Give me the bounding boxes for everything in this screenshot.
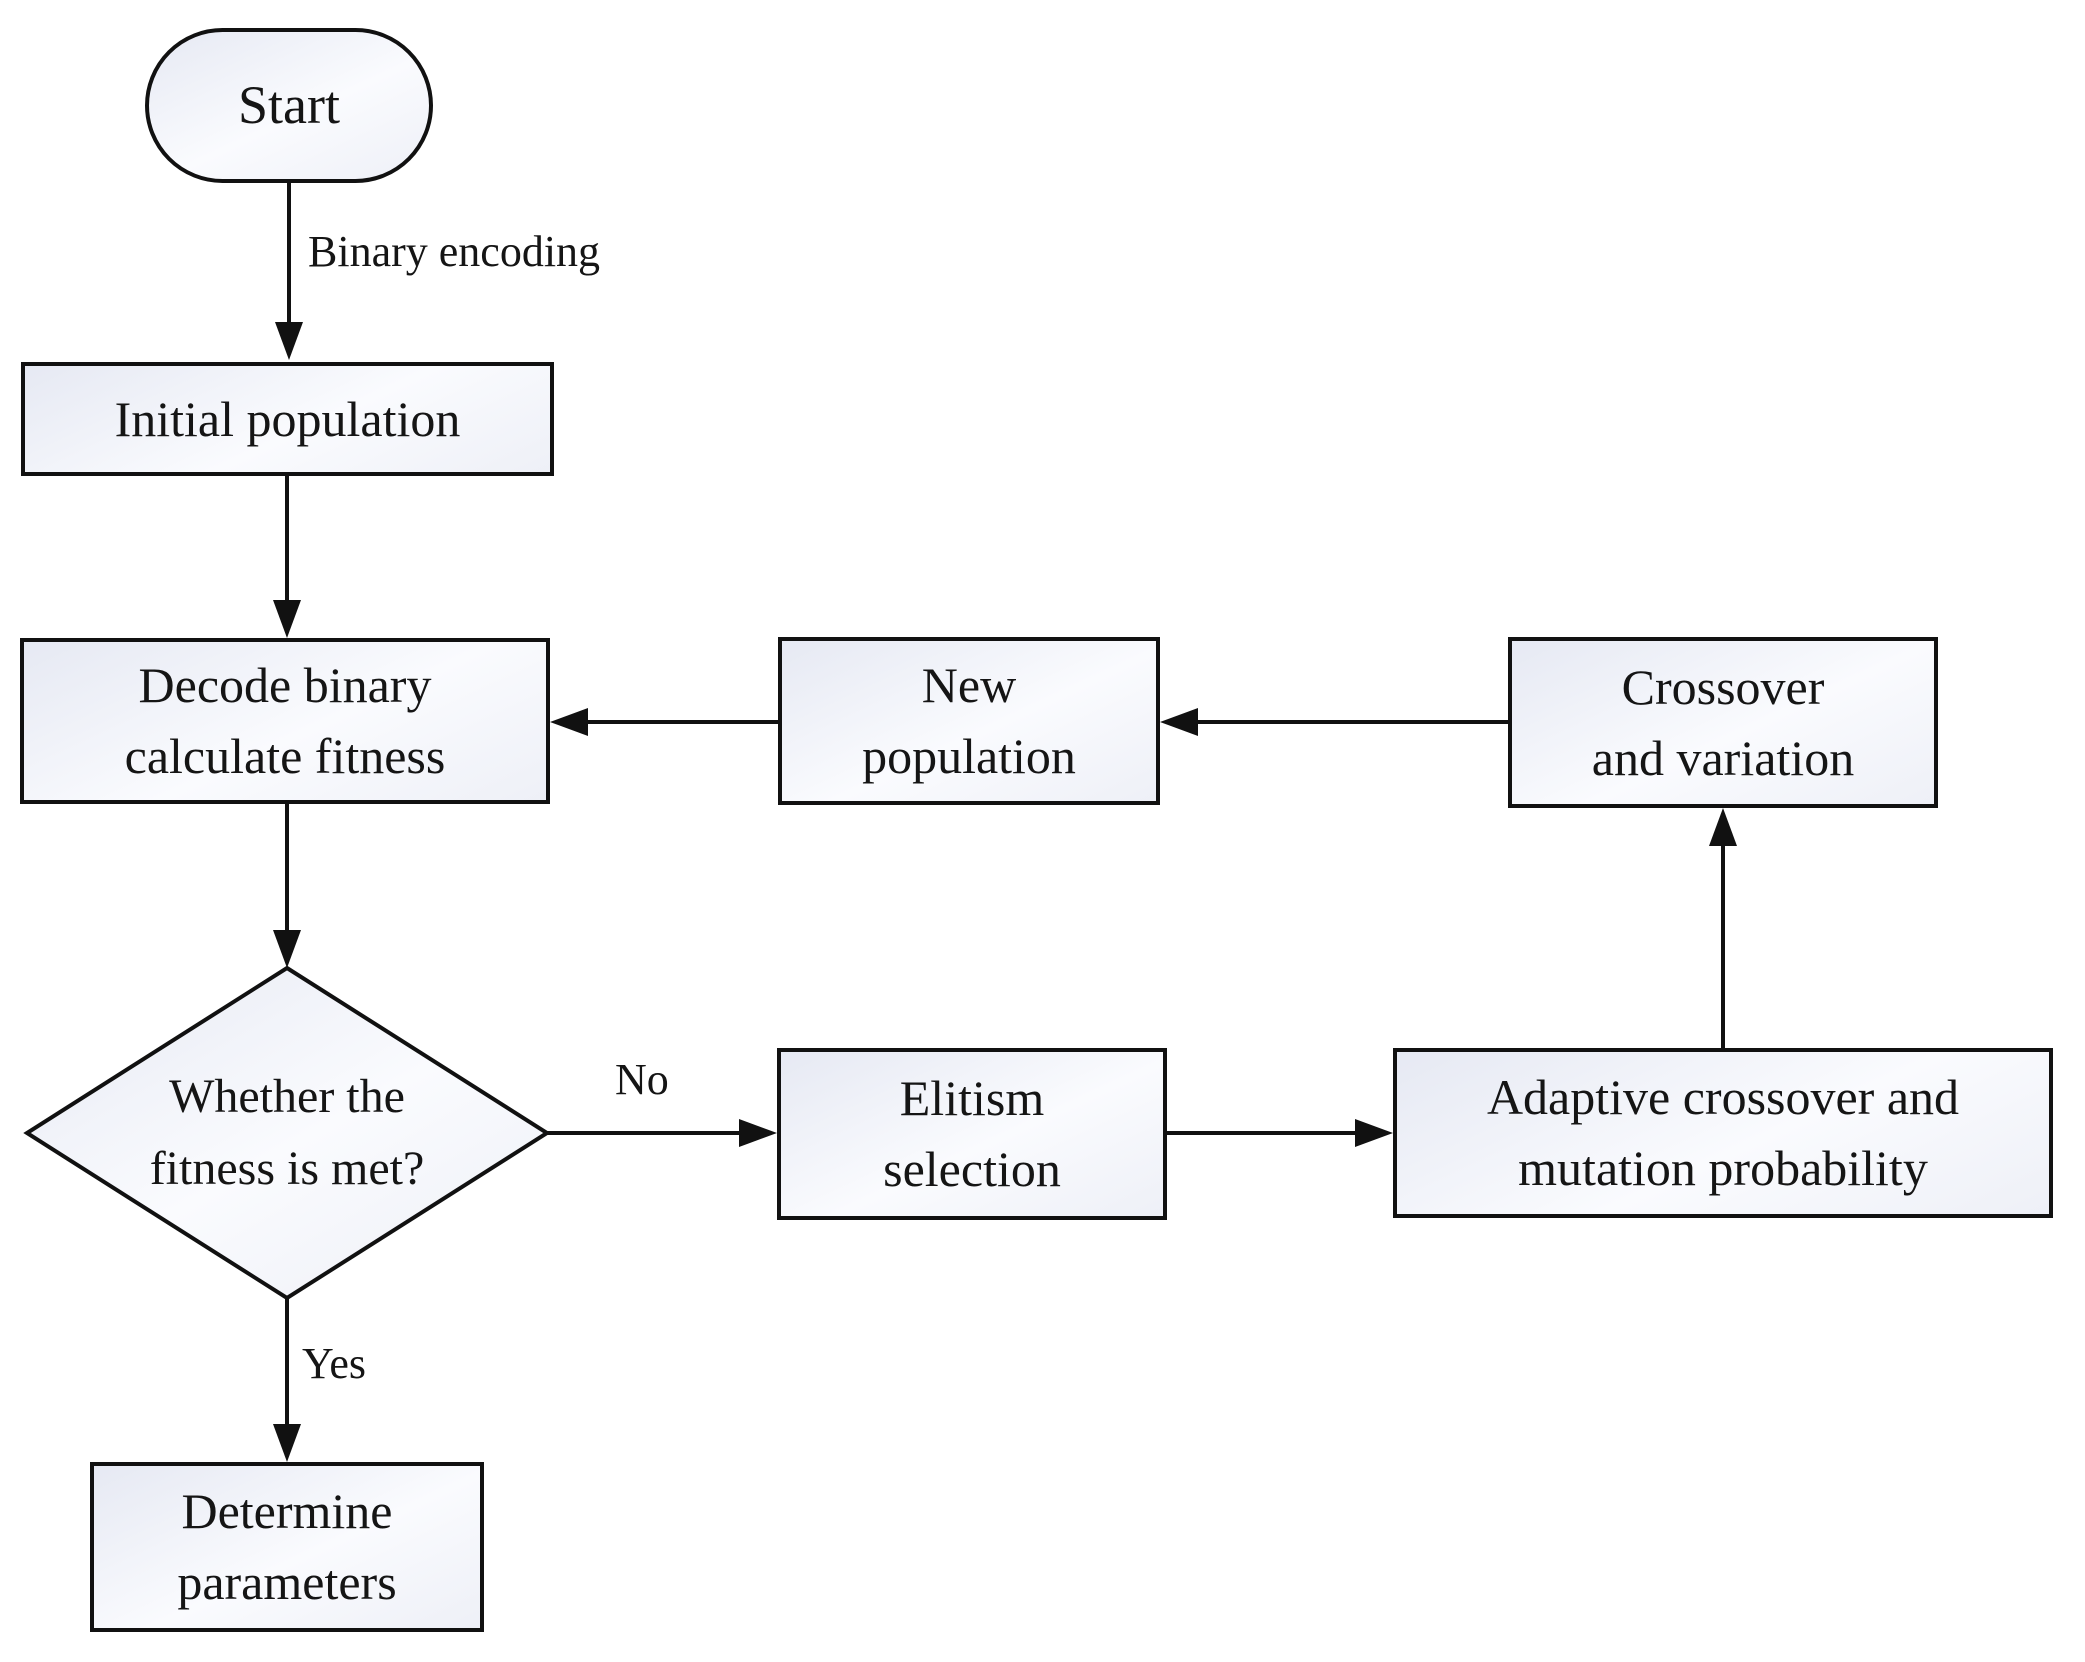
node-adaptive-probability-line1: Adaptive crossover and bbox=[1486, 1069, 1960, 1125]
node-determine-parameters-line1: Determine bbox=[181, 1483, 393, 1539]
decision-diamond-shape bbox=[23, 965, 551, 1301]
node-determine-parameters: Determine parameters bbox=[90, 1462, 484, 1632]
node-initial-population: Initial population bbox=[21, 362, 554, 476]
node-crossover-variation: Crossover and variation bbox=[1508, 637, 1938, 808]
arrow-crossover-to-new-population bbox=[1160, 708, 1508, 736]
arrow-decode-to-decision bbox=[273, 803, 301, 968]
node-new-population-line1: New bbox=[921, 657, 1017, 713]
arrow-initial-population-to-decode bbox=[273, 475, 301, 638]
node-decode-fitness: Decode binary calculate fitness bbox=[20, 638, 550, 804]
node-crossover-variation-line2: and variation bbox=[1591, 729, 1855, 786]
node-crossover-variation-line1: Crossover bbox=[1621, 658, 1825, 715]
node-initial-population-label: Initial population bbox=[114, 390, 461, 447]
node-start: Start bbox=[145, 28, 433, 183]
node-elitism-selection-line2: selection bbox=[883, 1141, 1061, 1197]
node-fitness-decision-line1: Whether the bbox=[169, 1070, 405, 1123]
node-adaptive-probability-line2: mutation probability bbox=[1518, 1140, 1928, 1196]
arrow-decision-to-elitism-no bbox=[547, 1119, 777, 1147]
arrow-adaptive-to-crossover bbox=[1709, 808, 1737, 1048]
node-decode-fitness-line1: Decode binary bbox=[138, 657, 432, 713]
arrow-new-population-to-decode bbox=[550, 708, 778, 736]
node-adaptive-probability: Adaptive crossover and mutation probabil… bbox=[1393, 1048, 2053, 1218]
arrow-elitism-to-adaptive bbox=[1167, 1119, 1393, 1147]
arrow-decision-to-determine-yes bbox=[273, 1298, 301, 1462]
node-fitness-decision-line2: fitness is met? bbox=[149, 1142, 425, 1195]
edge-label-binary-encoding: Binary encoding bbox=[308, 227, 601, 276]
edge-label-yes: Yes bbox=[302, 1339, 367, 1388]
arrow-start-to-initial-population bbox=[275, 183, 303, 360]
edge-label-no: No bbox=[615, 1055, 669, 1104]
node-start-label: Start bbox=[238, 75, 340, 136]
node-elitism-selection-line1: Elitism bbox=[899, 1070, 1045, 1126]
node-elitism-selection: Elitism selection bbox=[777, 1048, 1167, 1220]
node-new-population-line2: population bbox=[862, 728, 1076, 784]
node-determine-parameters-line2: parameters bbox=[177, 1554, 397, 1610]
node-new-population: New population bbox=[778, 637, 1160, 805]
node-fitness-decision: Whether the fitness is met? bbox=[27, 988, 547, 1278]
node-decode-fitness-line2: calculate fitness bbox=[124, 728, 446, 784]
